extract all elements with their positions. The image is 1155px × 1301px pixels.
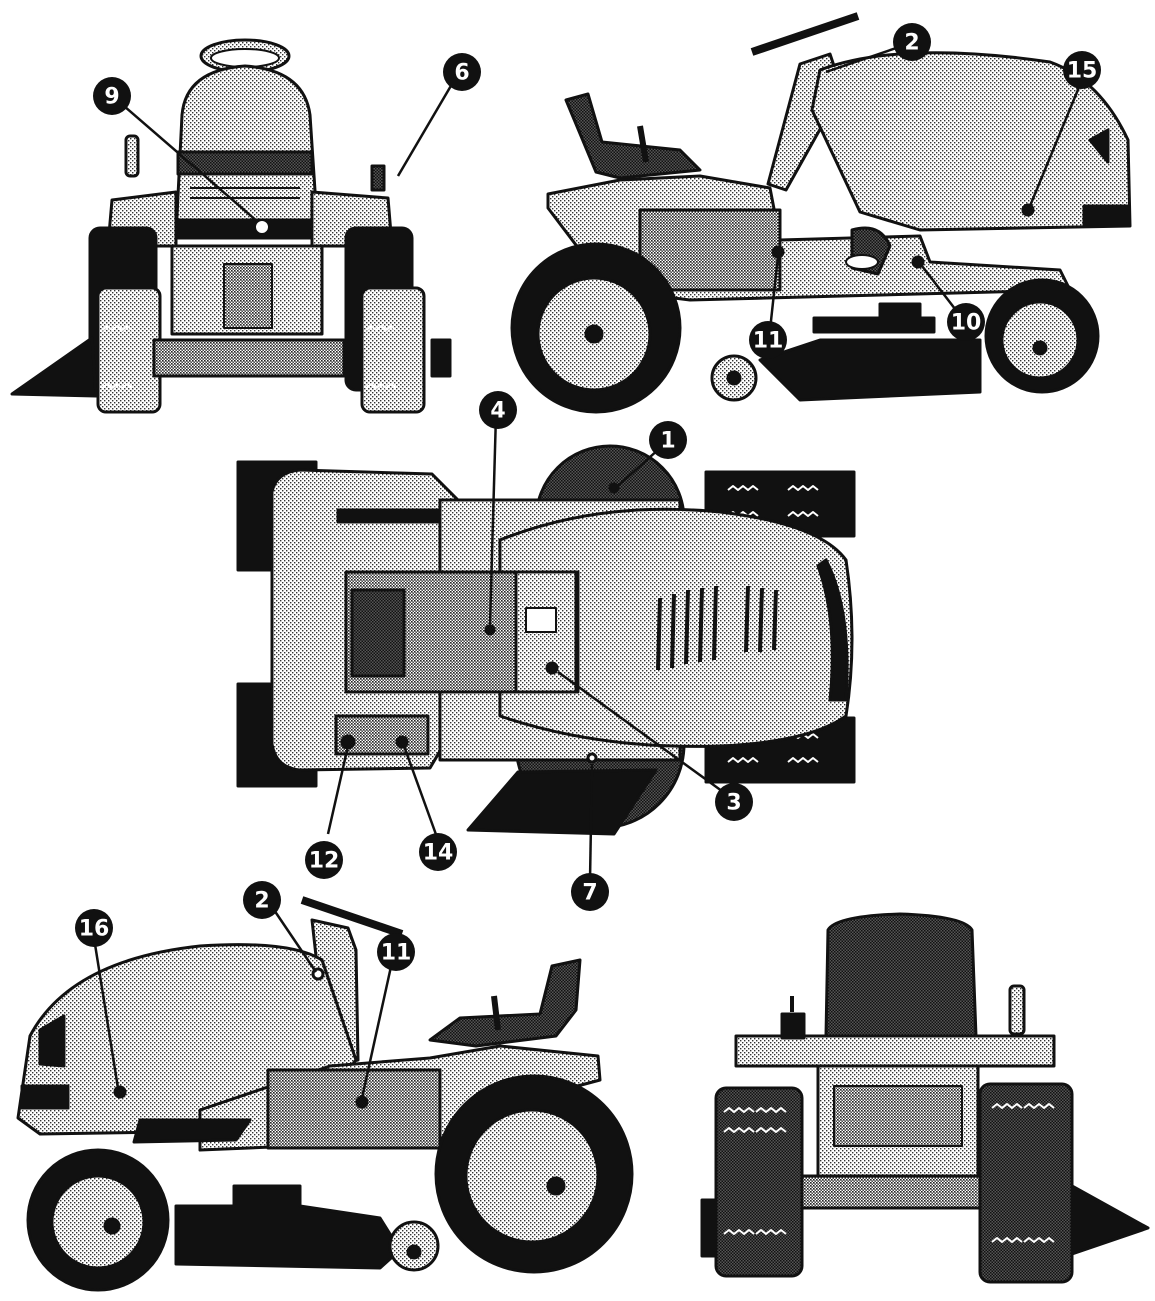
callout-6: 6 — [443, 53, 481, 91]
callout-11-right: 11 — [749, 321, 787, 359]
seat — [564, 92, 702, 180]
seat-back-rear — [824, 912, 978, 1038]
callout-3: 3 — [715, 783, 753, 821]
leader-lines — [92, 42, 1084, 1099]
callout-label: 3 — [726, 791, 741, 816]
rear-left-tire — [714, 1086, 804, 1278]
callout-1: 1 — [649, 421, 687, 459]
decal-point-16 — [113, 1085, 127, 1099]
callout-label: 1 — [660, 429, 675, 454]
discharge-chute-top — [466, 768, 658, 836]
rear-view — [700, 912, 1150, 1284]
callout-4: 4 — [479, 391, 517, 429]
callout-badges: 9 6 2 15 11 10 4 1 3 12 14 7 2 16 11 — [75, 23, 1101, 971]
callout-16: 16 — [75, 909, 113, 947]
decal-point-3 — [545, 661, 559, 675]
seat-top — [350, 588, 406, 678]
decal-point-11-left — [355, 1095, 369, 1109]
decal-point-15 — [1021, 203, 1035, 217]
decal-point-9 — [254, 219, 270, 235]
callout-badge-circle — [75, 909, 113, 947]
discharge-chute — [10, 336, 98, 398]
callout-label: 2 — [904, 31, 919, 56]
discharge-chute-rear — [1070, 1184, 1150, 1256]
headlight-left-view — [20, 1084, 70, 1110]
callout-badge-circle — [947, 303, 985, 341]
hood-side — [810, 51, 1132, 232]
lift-lever-rear — [1008, 984, 1026, 1036]
steering-wheel-side — [750, 12, 860, 56]
callout-15: 15 — [1063, 51, 1101, 89]
callout-label: 11 — [753, 329, 784, 354]
right-side-view — [510, 12, 1132, 414]
side-panel-left — [266, 1068, 442, 1150]
front-right-wheel — [360, 286, 426, 414]
top-view — [236, 444, 856, 836]
headlight-side — [1082, 204, 1130, 228]
callout-badge-circle — [93, 77, 131, 115]
callout-9: 9 — [93, 77, 131, 115]
front-bumper — [176, 218, 314, 240]
callout-badge-circle — [571, 873, 609, 911]
lift-lever — [124, 134, 140, 178]
callout-badge-circle — [649, 421, 687, 459]
callout-2-left: 2 — [243, 881, 281, 919]
decal-point-10 — [911, 255, 925, 269]
left-side-view — [16, 896, 634, 1292]
callout-label: 10 — [951, 311, 982, 336]
callout-14: 14 — [419, 833, 457, 871]
mower-deck-right — [758, 338, 982, 402]
callout-7: 7 — [571, 873, 609, 911]
decal-point-11-right — [771, 245, 785, 259]
callout-badge-circle — [243, 881, 281, 919]
front-left-wheel — [96, 286, 162, 414]
callout-badge-circle — [1063, 51, 1101, 89]
callout-badge-circle — [479, 391, 517, 429]
front-grille — [176, 150, 314, 176]
rear-fender-deck — [734, 1034, 1056, 1068]
mower-deck-front — [152, 338, 346, 378]
callout-badge-circle — [377, 933, 415, 971]
decal-point-1 — [608, 482, 620, 494]
callout-badge-circle — [443, 53, 481, 91]
mower-deck-left-view — [174, 1184, 402, 1270]
callout-label: 12 — [309, 849, 340, 874]
hood-vents — [656, 585, 778, 671]
rear-control-panel — [334, 714, 430, 756]
seat-left-view — [428, 958, 582, 1048]
decal-point-14 — [395, 735, 409, 749]
rear-right-tire — [978, 1082, 1074, 1284]
decal-point-7 — [586, 752, 598, 764]
callout-label: 2 — [254, 889, 269, 914]
callout-11-left: 11 — [377, 933, 415, 971]
callout-badge-circle — [893, 23, 931, 61]
callout-10: 10 — [947, 303, 985, 341]
callout-label: 6 — [454, 61, 469, 86]
callout-badge-circle — [715, 783, 753, 821]
callout-label: 14 — [423, 841, 454, 866]
callout-label: 16 — [79, 917, 110, 942]
callout-label: 7 — [582, 881, 597, 906]
fuel-cap-rear — [780, 1012, 806, 1040]
callout-label: 4 — [490, 399, 505, 424]
decal-point-4 — [484, 624, 496, 636]
callout-badge-circle — [749, 321, 787, 359]
callout-label: 11 — [381, 941, 412, 966]
callout-label: 9 — [104, 85, 119, 110]
callout-12: 12 — [305, 841, 343, 879]
fuel-cap — [370, 164, 386, 192]
callout-badge-circle — [305, 841, 343, 879]
steering-wheel-left-view — [300, 896, 404, 938]
callout-label: 15 — [1067, 59, 1098, 84]
callout-2-right: 2 — [893, 23, 931, 61]
callout-badge-circle — [419, 833, 457, 871]
front-view — [10, 38, 452, 414]
